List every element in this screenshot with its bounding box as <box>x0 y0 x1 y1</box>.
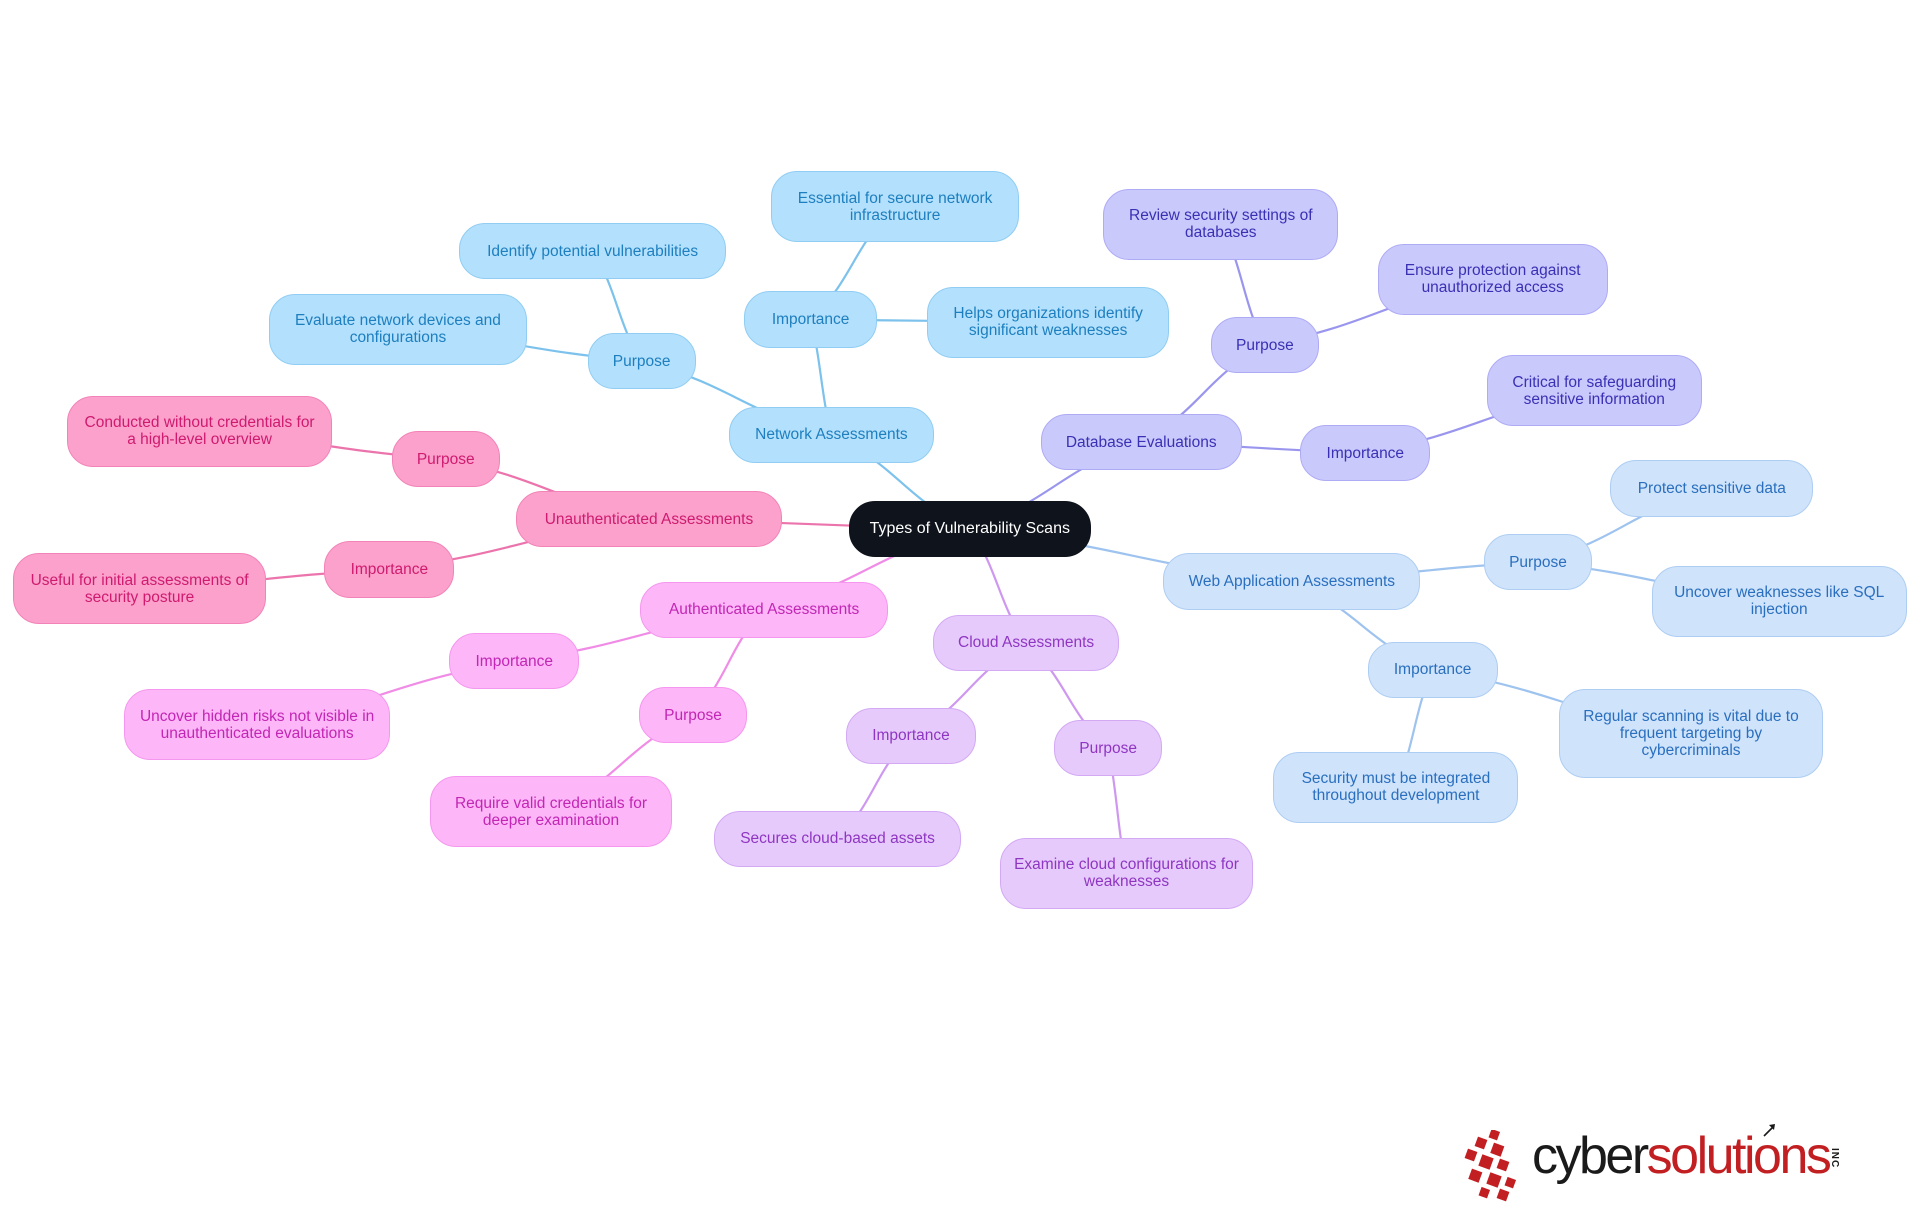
database-purpose-node[interactable]: Purpose <box>1211 317 1319 374</box>
branch-node-cloud[interactable]: Cloud Assessments <box>933 614 1120 671</box>
authenticated-importance-node[interactable]: Importance <box>449 633 580 690</box>
branch-node-unauthenticated[interactable]: Unauthenticated Assessments <box>515 491 783 548</box>
logo-wordmark-cyber: cyber <box>1532 1127 1649 1185</box>
company-logo: cybersolutions INC <box>1462 1122 1882 1202</box>
network-importance-leaf-node[interactable]: Essential for secure network infrastruct… <box>770 171 1020 243</box>
logo-wordmark: cybersolutions <box>1532 1126 1832 1186</box>
network-importance-node[interactable]: Importance <box>744 291 877 348</box>
web-importance-leaf-node[interactable]: Security must be integrated throughout d… <box>1273 751 1519 823</box>
network-purpose-leaf-node[interactable]: Evaluate network devices and configurati… <box>269 293 527 365</box>
branch-node-database[interactable]: Database Evaluations <box>1040 413 1242 471</box>
cloud-purpose-node[interactable]: Purpose <box>1054 720 1163 777</box>
database-importance-leaf-node[interactable]: Critical for safeguarding sensitive info… <box>1486 355 1703 427</box>
network-purpose-node[interactable]: Purpose <box>587 333 696 390</box>
logo-arrow-icon <box>1763 1124 1775 1137</box>
web-importance-node[interactable]: Importance <box>1367 641 1498 698</box>
logo-inc-suffix: INC <box>1829 1148 1840 1169</box>
logo-wordmark-solutions: solutions <box>1646 1127 1832 1185</box>
authenticated-purpose-leaf-node[interactable]: Require valid credentials for deeper exa… <box>429 776 673 848</box>
unauthenticated-purpose-leaf-node[interactable]: Conducted without credentials for a high… <box>66 395 333 467</box>
web-purpose-leaf-node[interactable]: Uncover weaknesses like SQL injection <box>1651 565 1907 637</box>
logo-mark-icon <box>1464 1130 1517 1202</box>
authenticated-purpose-node[interactable]: Purpose <box>639 686 747 744</box>
authenticated-importance-leaf-node[interactable]: Uncover hidden risks not visible in unau… <box>124 689 390 761</box>
cloud-importance-node[interactable]: Importance <box>846 707 976 765</box>
branch-node-network[interactable]: Network Assessments <box>728 406 935 463</box>
root-node[interactable]: Types of Vulnerability Scans <box>848 500 1091 558</box>
branch-node-web[interactable]: Web Application Assessments <box>1163 553 1421 610</box>
unauthenticated-purpose-node[interactable]: Purpose <box>391 431 500 488</box>
database-purpose-leaf-node[interactable]: Ensure protection against unauthorized a… <box>1377 243 1608 315</box>
network-importance-leaf-node[interactable]: Helps organizations identify significant… <box>926 286 1170 358</box>
web-purpose-leaf-node[interactable]: Protect sensitive data <box>1610 460 1814 517</box>
database-purpose-leaf-node[interactable]: Review security settings of databases <box>1103 188 1339 260</box>
cloud-purpose-leaf-node[interactable]: Examine cloud configurations for weaknes… <box>1000 837 1253 909</box>
unauthenticated-importance-leaf-node[interactable]: Useful for initial assessments of securi… <box>13 553 266 625</box>
unauthenticated-importance-node[interactable]: Importance <box>324 541 455 598</box>
web-importance-leaf-node[interactable]: Regular scanning is vital due to frequen… <box>1559 689 1823 778</box>
network-purpose-leaf-node[interactable]: Identify potential vulnerabilities <box>459 222 727 280</box>
branch-node-authenticated[interactable]: Authenticated Assessments <box>640 581 888 638</box>
web-purpose-node[interactable]: Purpose <box>1484 533 1592 591</box>
database-importance-node[interactable]: Importance <box>1300 424 1431 482</box>
cloud-importance-leaf-node[interactable]: Secures cloud-based assets <box>713 810 962 867</box>
